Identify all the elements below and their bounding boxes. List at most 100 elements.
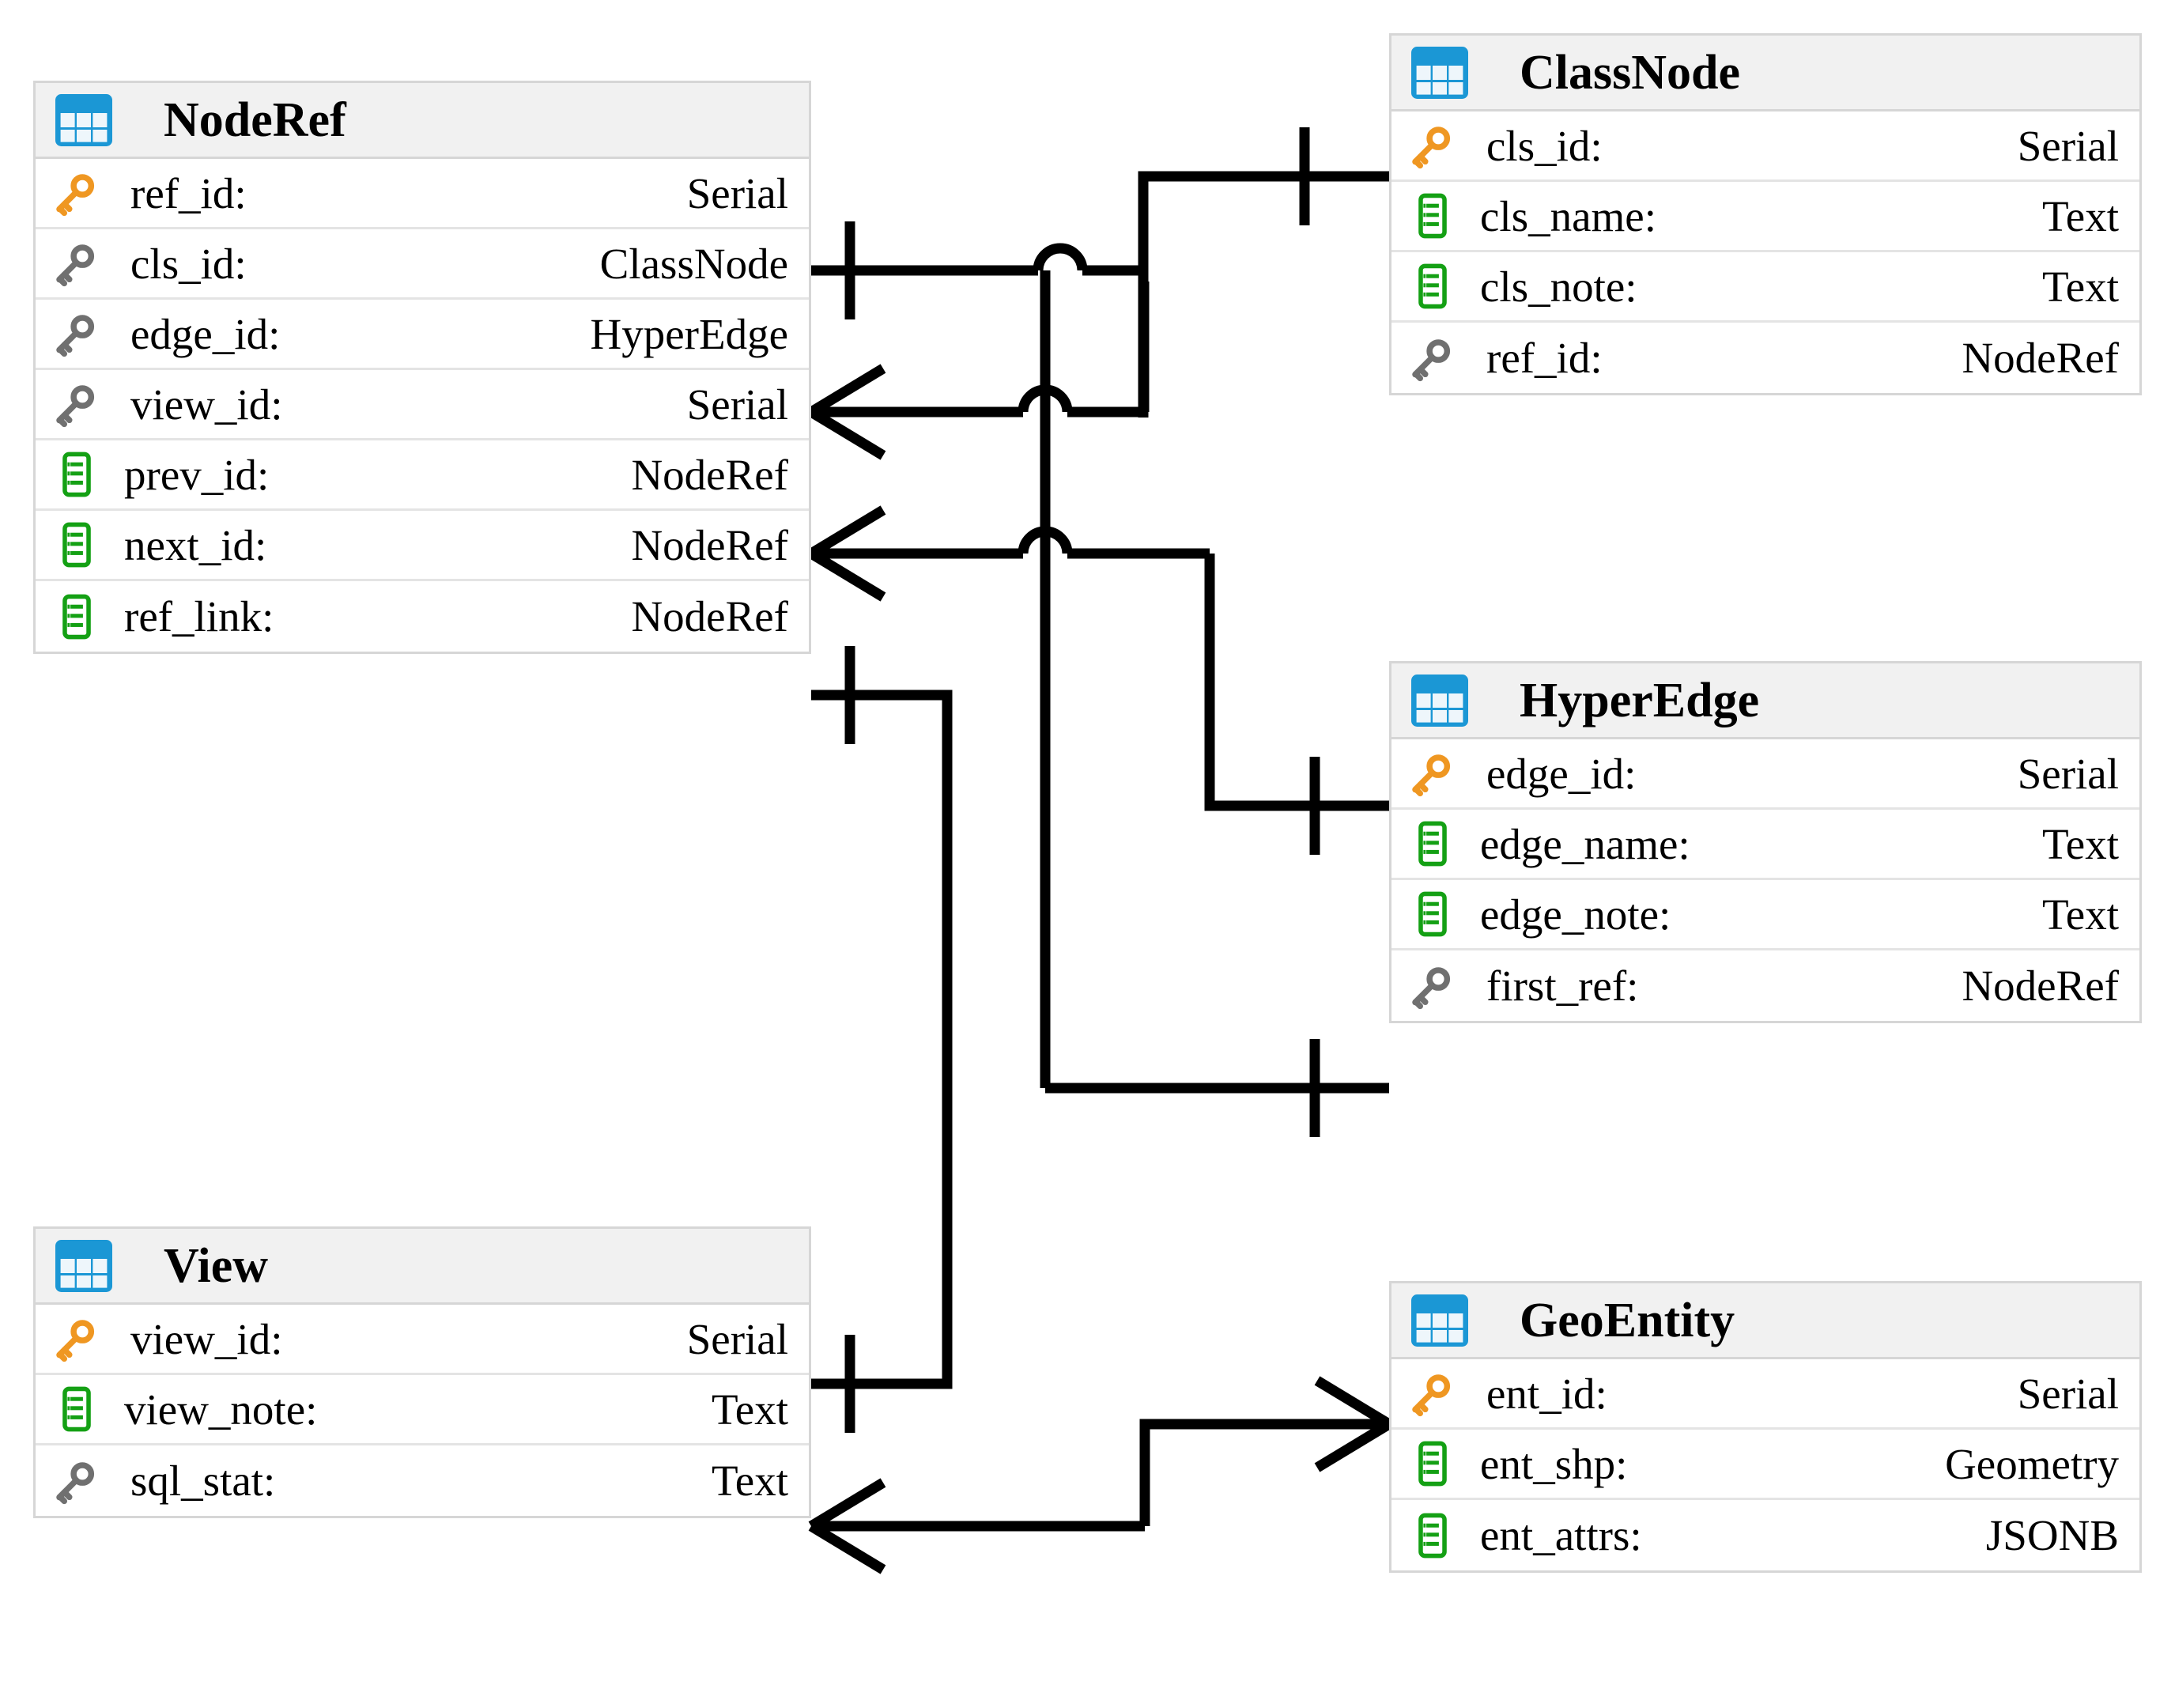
primary-key-icon bbox=[53, 1316, 99, 1362]
attribute-row-column[interactable]: ref_link: NodeRef bbox=[36, 581, 809, 652]
column-icon bbox=[61, 452, 93, 497]
attribute-type: JSONB bbox=[1985, 1511, 2119, 1559]
attribute-type: Serial bbox=[686, 1314, 788, 1363]
attribute-name: ref_id: bbox=[1486, 334, 1603, 382]
attribute-row-primary-key[interactable]: ent_id: Serial bbox=[1391, 1359, 2139, 1430]
attribute-type: Text bbox=[2042, 262, 2119, 311]
table-icon bbox=[1409, 1292, 1471, 1349]
attribute-type: NodeRef bbox=[1962, 334, 2119, 382]
primary-key-icon bbox=[53, 170, 99, 217]
foreign-key-icon bbox=[53, 1458, 99, 1504]
attribute-name: ent_shp: bbox=[1480, 1439, 1628, 1488]
attribute-type: Serial bbox=[2017, 1369, 2119, 1418]
attribute-row-column[interactable]: edge_name: Text bbox=[1391, 810, 2139, 880]
attribute-row-foreign-key[interactable]: cls_id:ClassNode bbox=[36, 229, 809, 300]
attribute-name: edge_name: bbox=[1480, 819, 1690, 868]
attribute-type: Serial bbox=[686, 380, 788, 429]
attribute-name: cls_note: bbox=[1480, 262, 1637, 311]
table-icon bbox=[1409, 44, 1471, 101]
attribute-type: Serial bbox=[686, 168, 788, 217]
attribute-row-column[interactable]: prev_id:NodeRef bbox=[36, 440, 809, 511]
primary-key-icon bbox=[1409, 1370, 1455, 1417]
entity-title: GeoEntity bbox=[1520, 1293, 1735, 1347]
attribute-row-column[interactable]: cls_note: Text bbox=[1391, 252, 2139, 323]
attribute-type: Text bbox=[712, 1457, 788, 1505]
attribute-type: Text bbox=[2042, 890, 2119, 939]
attribute-row-primary-key[interactable]: cls_id:Serial bbox=[1391, 111, 2139, 182]
attribute-row-primary-key[interactable]: ref_id: Serial bbox=[36, 159, 809, 229]
attribute-type: NodeRef bbox=[631, 592, 788, 640]
column-icon bbox=[61, 1386, 93, 1432]
attribute-type: Text bbox=[2042, 191, 2119, 240]
entity-title: NodeRef bbox=[164, 93, 346, 147]
attribute-name: sql_stat: bbox=[130, 1457, 276, 1505]
attribute-type: NodeRef bbox=[1962, 962, 2119, 1010]
primary-key-icon bbox=[1409, 123, 1455, 169]
attribute-row-primary-key[interactable]: edge_id:Serial bbox=[1391, 739, 2139, 810]
attribute-name: ent_attrs: bbox=[1480, 1511, 1642, 1559]
attribute-type: Text bbox=[712, 1385, 788, 1434]
relationship-noderef-viewid-view-viewid bbox=[811, 646, 953, 1433]
entity-header-view: View bbox=[36, 1229, 809, 1305]
attribute-row-column[interactable]: view_note: Text bbox=[36, 1375, 809, 1445]
attribute-name: next_id: bbox=[124, 520, 267, 569]
attribute-row-column[interactable]: edge_note:Text bbox=[1391, 880, 2139, 950]
attribute-row-column[interactable]: cls_name: Text bbox=[1391, 182, 2139, 252]
attribute-row-foreign-key[interactable]: sql_stat: Text bbox=[36, 1445, 809, 1516]
entity-header-geoentity: GeoEntity bbox=[1391, 1283, 2139, 1359]
column-icon bbox=[1417, 891, 1448, 937]
relationship-classnode-refid-noderef-refid bbox=[811, 127, 1389, 319]
column-icon bbox=[1417, 193, 1448, 239]
entity-title: View bbox=[164, 1238, 268, 1293]
column-icon bbox=[61, 522, 93, 568]
relationship-noderef-clsid-classnode-clsid bbox=[808, 282, 1150, 460]
table-icon bbox=[53, 92, 115, 149]
attribute-type: HyperEdge bbox=[590, 309, 788, 358]
attribute-row-column[interactable]: ent_shp:Geometry bbox=[1391, 1430, 2139, 1500]
foreign-key-icon bbox=[53, 311, 99, 357]
column-icon bbox=[61, 594, 93, 640]
attribute-name: view_note: bbox=[124, 1385, 318, 1434]
attribute-type: NodeRef bbox=[631, 520, 788, 569]
attribute-name: cls_id: bbox=[1486, 121, 1603, 170]
attribute-row-column[interactable]: ent_attrs: JSONB bbox=[1391, 1500, 2139, 1570]
entity-title: HyperEdge bbox=[1520, 673, 1760, 727]
attribute-name: edge_id: bbox=[1486, 749, 1637, 798]
table-icon bbox=[1409, 672, 1471, 729]
relationship-view-sqlstat-geoentity-entid bbox=[808, 1376, 1392, 1574]
attribute-name: first_ref: bbox=[1486, 962, 1639, 1010]
attribute-name: ref_link: bbox=[124, 592, 274, 640]
table-icon bbox=[53, 1238, 115, 1294]
column-icon bbox=[1417, 263, 1448, 309]
foreign-key-icon bbox=[1409, 335, 1455, 381]
attribute-name: cls_name: bbox=[1480, 191, 1656, 240]
primary-key-icon bbox=[1409, 750, 1455, 797]
relationship-noderef-edgeid-hyperedge-edgeid bbox=[808, 505, 1389, 855]
entity-header-classnode: ClassNode bbox=[1391, 36, 2139, 111]
attribute-name: view_id: bbox=[130, 1314, 283, 1363]
attribute-name: view_id: bbox=[130, 380, 283, 429]
attribute-row-foreign-key[interactable]: view_id: Serial bbox=[36, 370, 809, 440]
attribute-type: Text bbox=[2042, 819, 2119, 868]
entity-header-hyperedge: HyperEdge bbox=[1391, 663, 2139, 739]
attribute-name: ent_id: bbox=[1486, 1369, 1607, 1418]
attribute-row-primary-key[interactable]: view_id: Serial bbox=[36, 1305, 809, 1375]
attribute-name: ref_id: bbox=[130, 168, 247, 217]
attribute-row-foreign-key[interactable]: ref_id: NodeRef bbox=[1391, 323, 2139, 393]
foreign-key-icon bbox=[53, 381, 99, 428]
attribute-row-foreign-key[interactable]: first_ref: NodeRef bbox=[1391, 950, 2139, 1021]
column-icon bbox=[1417, 821, 1448, 867]
entity-title: ClassNode bbox=[1520, 45, 1741, 100]
attribute-row-column[interactable]: next_id: NodeRef bbox=[36, 511, 809, 581]
attribute-row-foreign-key[interactable]: edge_id:HyperEdge bbox=[36, 300, 809, 370]
relationship-hyperedge-firstref-noderef-refid bbox=[1040, 270, 1389, 1137]
attribute-type: NodeRef bbox=[631, 450, 788, 499]
column-icon bbox=[1417, 1441, 1448, 1487]
foreign-key-icon bbox=[53, 240, 99, 287]
